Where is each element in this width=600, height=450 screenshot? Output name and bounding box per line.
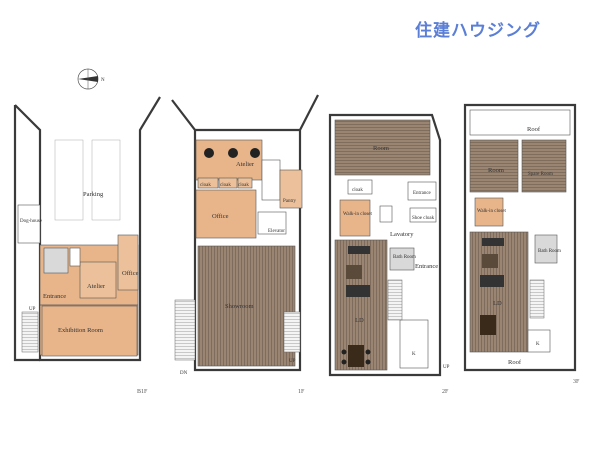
room-label-cloak-1: cloak xyxy=(200,183,211,188)
room-label-bath-3f: Bath Room xyxy=(538,249,561,254)
room-label-room-3f: Room xyxy=(488,167,504,174)
room-label-k-3f: K xyxy=(536,342,540,347)
room-label-roof-top: Roof xyxy=(527,126,541,133)
room-label-office-1f: Office xyxy=(212,213,229,220)
room-label-cloak-3: cloak xyxy=(238,183,249,188)
room-label-roof-bottom: Roof xyxy=(508,359,522,366)
room-label-room-2f: Room xyxy=(373,145,389,152)
room-label-showroom: Showroom xyxy=(225,303,254,310)
stair-label-dn-1f: DN xyxy=(180,371,188,376)
room-label-walk-in-2f: Walk-in closet xyxy=(343,212,373,217)
compass-icon: N xyxy=(77,68,105,90)
floor-label-b1f: B1F xyxy=(137,389,148,395)
floor-label-2f: 2F xyxy=(442,389,449,395)
room-label-office-b1f: Office xyxy=(122,270,139,277)
floor-3f: Roof Room Spare Room Walk-in closet Bath… xyxy=(463,103,580,385)
floor-label-1f: 1F xyxy=(298,389,305,395)
room-label-cloak-2: cloak xyxy=(220,183,231,188)
room-label-entrance-2f-top: Entrance xyxy=(413,191,432,196)
room-label-spare-room: Spare Room xyxy=(528,172,553,177)
room-label-ld-2f: LD xyxy=(355,317,364,324)
floor-2f: Room cloak Entrance Walk-in closet Shoe … xyxy=(328,113,450,395)
room-label-entrance-2f: Entrance xyxy=(415,263,438,270)
compass-north-label: N xyxy=(101,78,105,83)
stair-label-up-2f: UP xyxy=(443,365,450,370)
stair-label-up-b1f: UP xyxy=(29,307,36,312)
room-label-atelier-1f: Atelier xyxy=(236,161,255,168)
room-label-cloak-2f: cloak xyxy=(352,188,363,193)
room-label-pantry: Pantry xyxy=(283,199,297,204)
floor-b1f: Parking Dog-house Atelier Office Entranc… xyxy=(13,96,161,395)
room-label-exhibition: Exhibition Room xyxy=(58,327,103,334)
floor-label-3f: 3F xyxy=(573,379,580,385)
room-label-shoe-cloak: Shoe cloak xyxy=(412,216,435,221)
room-label-elevator: Elevator xyxy=(268,229,285,234)
room-label-lavatory: Lavatory xyxy=(390,231,414,238)
floor-1f: Atelier cloak cloak cloak Pantry Office … xyxy=(171,94,319,395)
stair-label-up-1f: UP xyxy=(289,359,296,364)
room-label-k-2f: K xyxy=(412,352,416,357)
room-label-ld-3f: LD xyxy=(493,300,502,307)
room-label-walk-in-3f: Walk-in closet xyxy=(477,209,507,214)
room-label-entrance-b1f: Entrance xyxy=(43,293,66,300)
room-label-atelier-b1f: Atelier xyxy=(87,283,106,290)
room-label-dog-house: Dog-house xyxy=(20,219,43,224)
room-label-bath-2f: Bath Room xyxy=(393,255,416,260)
brand-logo: 住建ハウジング xyxy=(415,20,541,41)
room-label-parking: Parking xyxy=(83,191,104,198)
